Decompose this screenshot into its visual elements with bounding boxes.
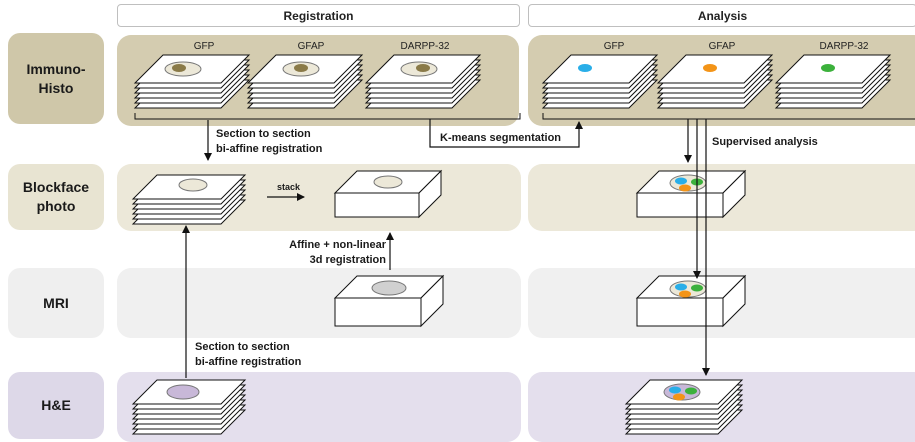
stain-label-gfp-reg: GFP — [193, 41, 215, 52]
segment-darpp-analysis — [821, 64, 835, 72]
row-label-he-text: H&E — [41, 397, 71, 413]
row-label-he: H&E — [8, 372, 104, 439]
mri-cluster-orange — [679, 290, 691, 298]
segment-gfp-analysis — [578, 64, 592, 72]
label-stack: stack — [277, 182, 301, 192]
he-cluster-green — [685, 387, 697, 395]
label-section-to-section-2: Section to section bi-affine registratio… — [195, 341, 302, 368]
tissue-sample-darpp-registration — [416, 64, 430, 72]
row-label-immuno-histo-text: Immuno- Histo — [26, 60, 86, 96]
blockface-block-disc — [373, 175, 403, 189]
blockface-cluster-blue — [675, 177, 687, 185]
slide-stack-gfp-analysis — [541, 54, 659, 109]
arrow-kmeans — [429, 119, 583, 148]
slide-stack-gfap-registration — [246, 54, 364, 109]
row-label-blockface-text: Blockface photo — [22, 179, 90, 214]
bracket-analysis — [542, 113, 915, 120]
bracket-registration — [134, 113, 521, 120]
row-label-mri-text: MRI — [43, 294, 69, 311]
he-cluster-orange — [673, 393, 685, 401]
segment-gfap-analysis — [703, 64, 717, 72]
mri-cluster-blue — [675, 283, 687, 291]
stain-label-darpp-reg: DARPP-32 — [400, 41, 450, 52]
tissue-sample-gfap-registration — [294, 64, 308, 72]
row-label-immuno-histo: Immuno- Histo — [8, 33, 104, 124]
mri-disc — [371, 280, 407, 296]
he-cluster-blue — [669, 386, 681, 394]
row-label-mri: MRI — [8, 268, 104, 338]
row-label-blockface: Blockface photo — [8, 164, 104, 230]
panel-registration-mri — [117, 268, 521, 338]
blockface-tissue-disc — [178, 178, 208, 192]
slide-stack-darpp-analysis — [774, 54, 892, 109]
tissue-sample-gfp-registration — [172, 64, 186, 72]
he-tissue-disc — [166, 384, 200, 400]
registration-header: Registration — [117, 4, 520, 27]
slide-stack-gfp-registration — [133, 54, 251, 109]
stain-label-gfap-reg: GFAP — [297, 41, 325, 52]
label-affine-nonlinear: Affine + non-linear 3d registration — [289, 239, 386, 266]
label-section-to-section-1: Section to section bi-affine registratio… — [216, 128, 323, 155]
stain-label-gfp-ana: GFP — [603, 41, 625, 52]
label-kmeans: K-means segmentation — [440, 132, 562, 144]
mri-cluster-green — [691, 284, 703, 292]
stain-label-gfap-ana: GFAP — [708, 41, 736, 52]
stain-label-darpp-ana: DARPP-32 — [819, 41, 869, 52]
analysis-header: Analysis — [528, 4, 915, 27]
slide-stack-gfap-analysis — [656, 54, 774, 109]
label-supervised: Supervised analysis — [712, 136, 818, 148]
blockface-cluster-orange — [679, 184, 691, 192]
